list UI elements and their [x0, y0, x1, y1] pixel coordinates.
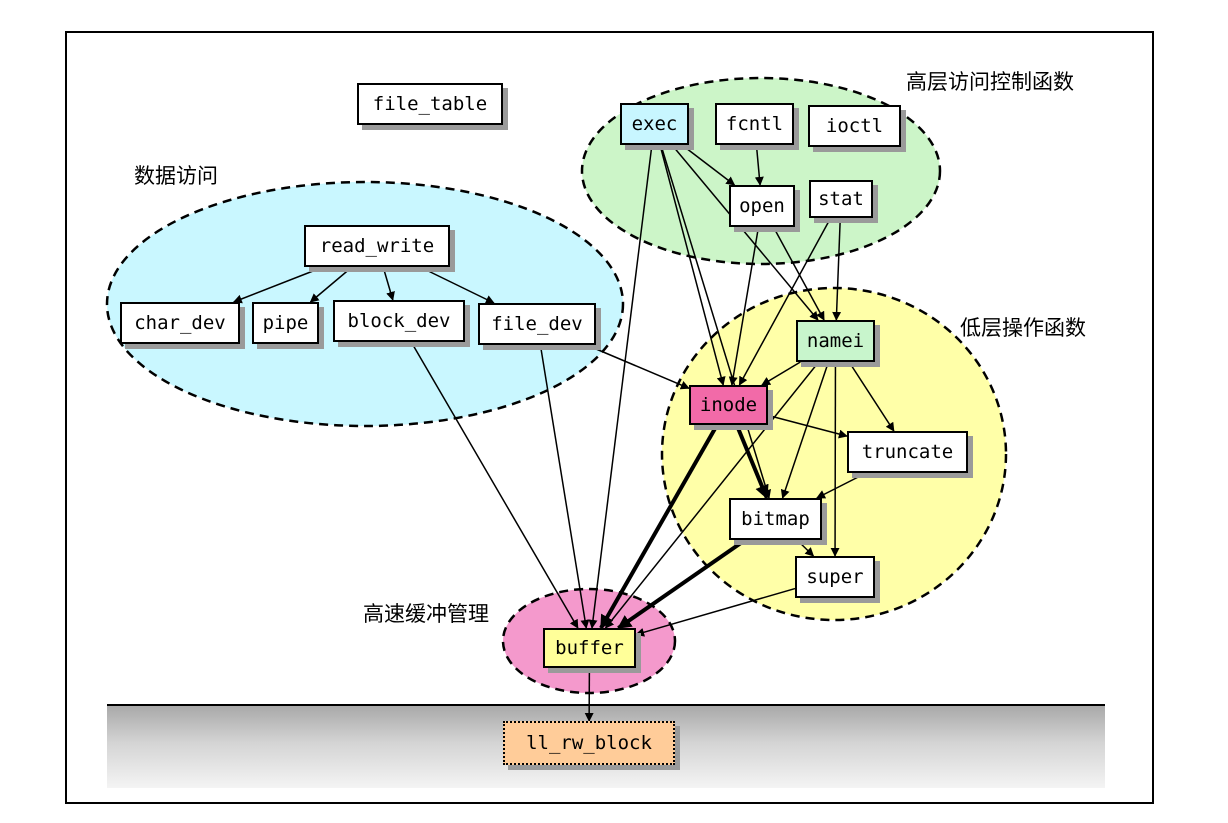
edge-file_dev-to-inode [586, 344, 690, 390]
node-file-table: file_table [357, 83, 503, 125]
low-level-group-label: 低层操作函数 [960, 316, 1086, 340]
edge-inode-to-bitmap [734, 424, 769, 500]
edge-read_write-to-block_dev [382, 266, 395, 301]
high-level-group-label: 高层访问控制函数 [906, 70, 1074, 94]
edge-open-to-inode [728, 226, 760, 386]
edge-bitmap-to-buffer [617, 538, 747, 630]
node-bitmap: bitmap [729, 498, 822, 540]
node-pipe: pipe [252, 302, 319, 344]
node-stat: stat [809, 180, 873, 218]
edge-namei-to-bitmap [780, 361, 830, 499]
edge-bitmap-to-super [796, 539, 815, 557]
node-read-write: read_write [304, 225, 450, 267]
edge-stat-to-namei [832, 217, 842, 321]
edge-namei-to-buffer [604, 361, 820, 629]
node-inode: inode [689, 385, 768, 425]
node-char-dev: char_dev [120, 302, 240, 344]
node-fcntl: fcntl [715, 103, 794, 145]
edge-read_write-to-file_dev [419, 266, 495, 304]
data-access-group-label: 数据访问 [134, 164, 218, 188]
node-namei: namei [796, 320, 875, 362]
edge-inode-to-buffer [599, 424, 719, 630]
edge-read_write-to-pipe [309, 266, 353, 303]
node-block-dev: block_dev [333, 300, 465, 342]
node-ioctl: ioctl [808, 105, 901, 147]
edge-file_dev-to-buffer [539, 344, 590, 629]
node-open: open [729, 185, 795, 227]
edge-namei-to-truncate [848, 361, 895, 432]
node-truncate: truncate [847, 431, 968, 473]
node-exec: exec [620, 103, 689, 145]
edge-super-to-buffer [635, 587, 796, 637]
edge-block_dev-to-buffer [410, 341, 579, 629]
edge-truncate-to-bitmap [816, 472, 867, 499]
node-buffer: buffer [543, 628, 636, 668]
node-super: super [795, 556, 875, 598]
edge-layer [232, 144, 895, 722]
edge-inode-to-truncate [767, 414, 848, 439]
edge-exec-to-namei [671, 144, 819, 321]
edge-read_write-to-char_dev [232, 266, 324, 304]
buffer-management-group-label: 高速缓冲管理 [363, 602, 489, 626]
node-ll-rw-block: ll_rw_block [503, 721, 675, 765]
edge-exec-to-bitmap [660, 144, 771, 499]
edge-exec-to-open [681, 144, 736, 186]
edge-stat-to-inode [738, 217, 832, 386]
edge-exec-to-inode [659, 144, 726, 386]
node-file-dev: file_dev [478, 303, 596, 345]
edge-open-to-namei [772, 226, 825, 321]
edge-fcntl-to-open [754, 144, 764, 186]
edge-exec-to-buffer [588, 144, 653, 629]
edge-namei-to-inode [761, 361, 801, 386]
